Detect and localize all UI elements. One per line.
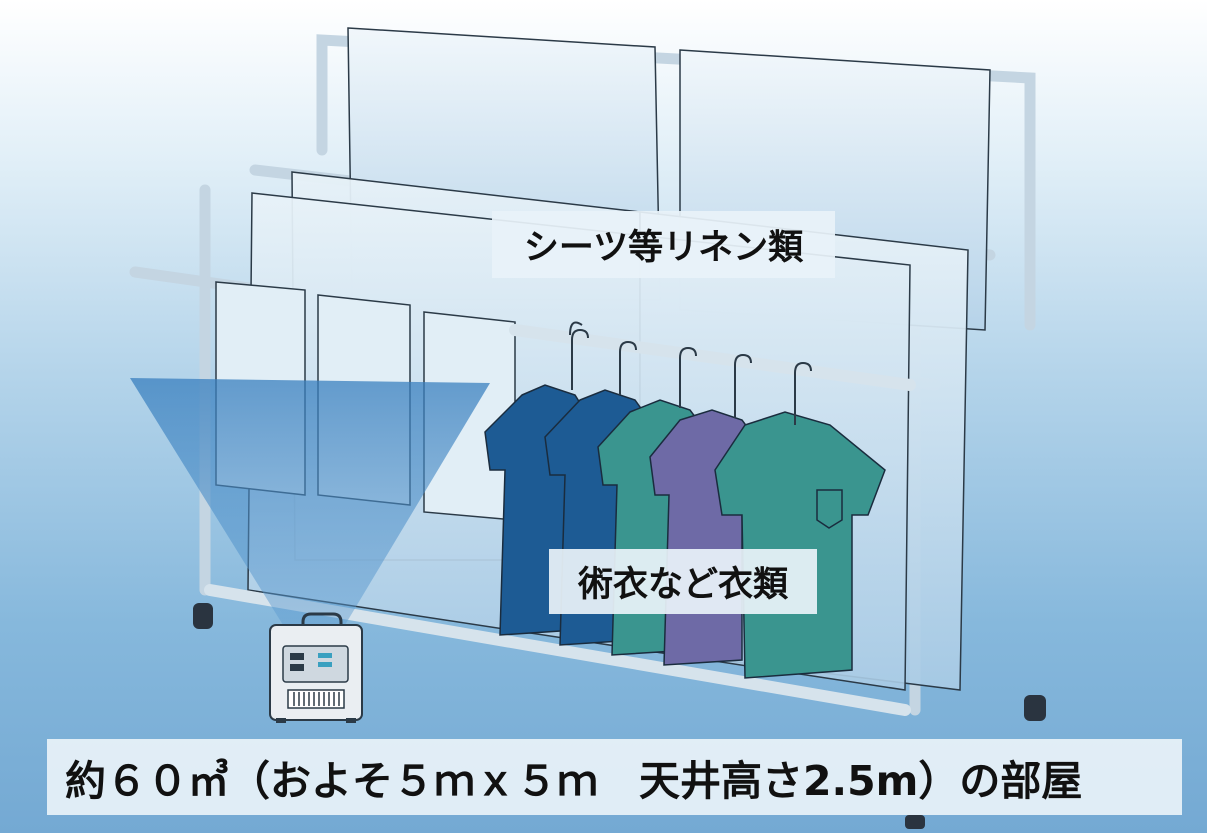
ozone-generator-icon xyxy=(269,612,363,723)
clothes-label: 術衣など衣類 xyxy=(549,549,817,614)
linen-label: シーツ等リネン類 xyxy=(492,211,835,278)
ozone-spray-cone xyxy=(130,378,490,625)
room-size-caption: 約６０㎥（およそ５ｍｘ５ｍ 天井高さ2.5m）の部屋 xyxy=(47,739,1182,815)
rack-casters xyxy=(193,603,1046,829)
hangers xyxy=(571,328,812,425)
